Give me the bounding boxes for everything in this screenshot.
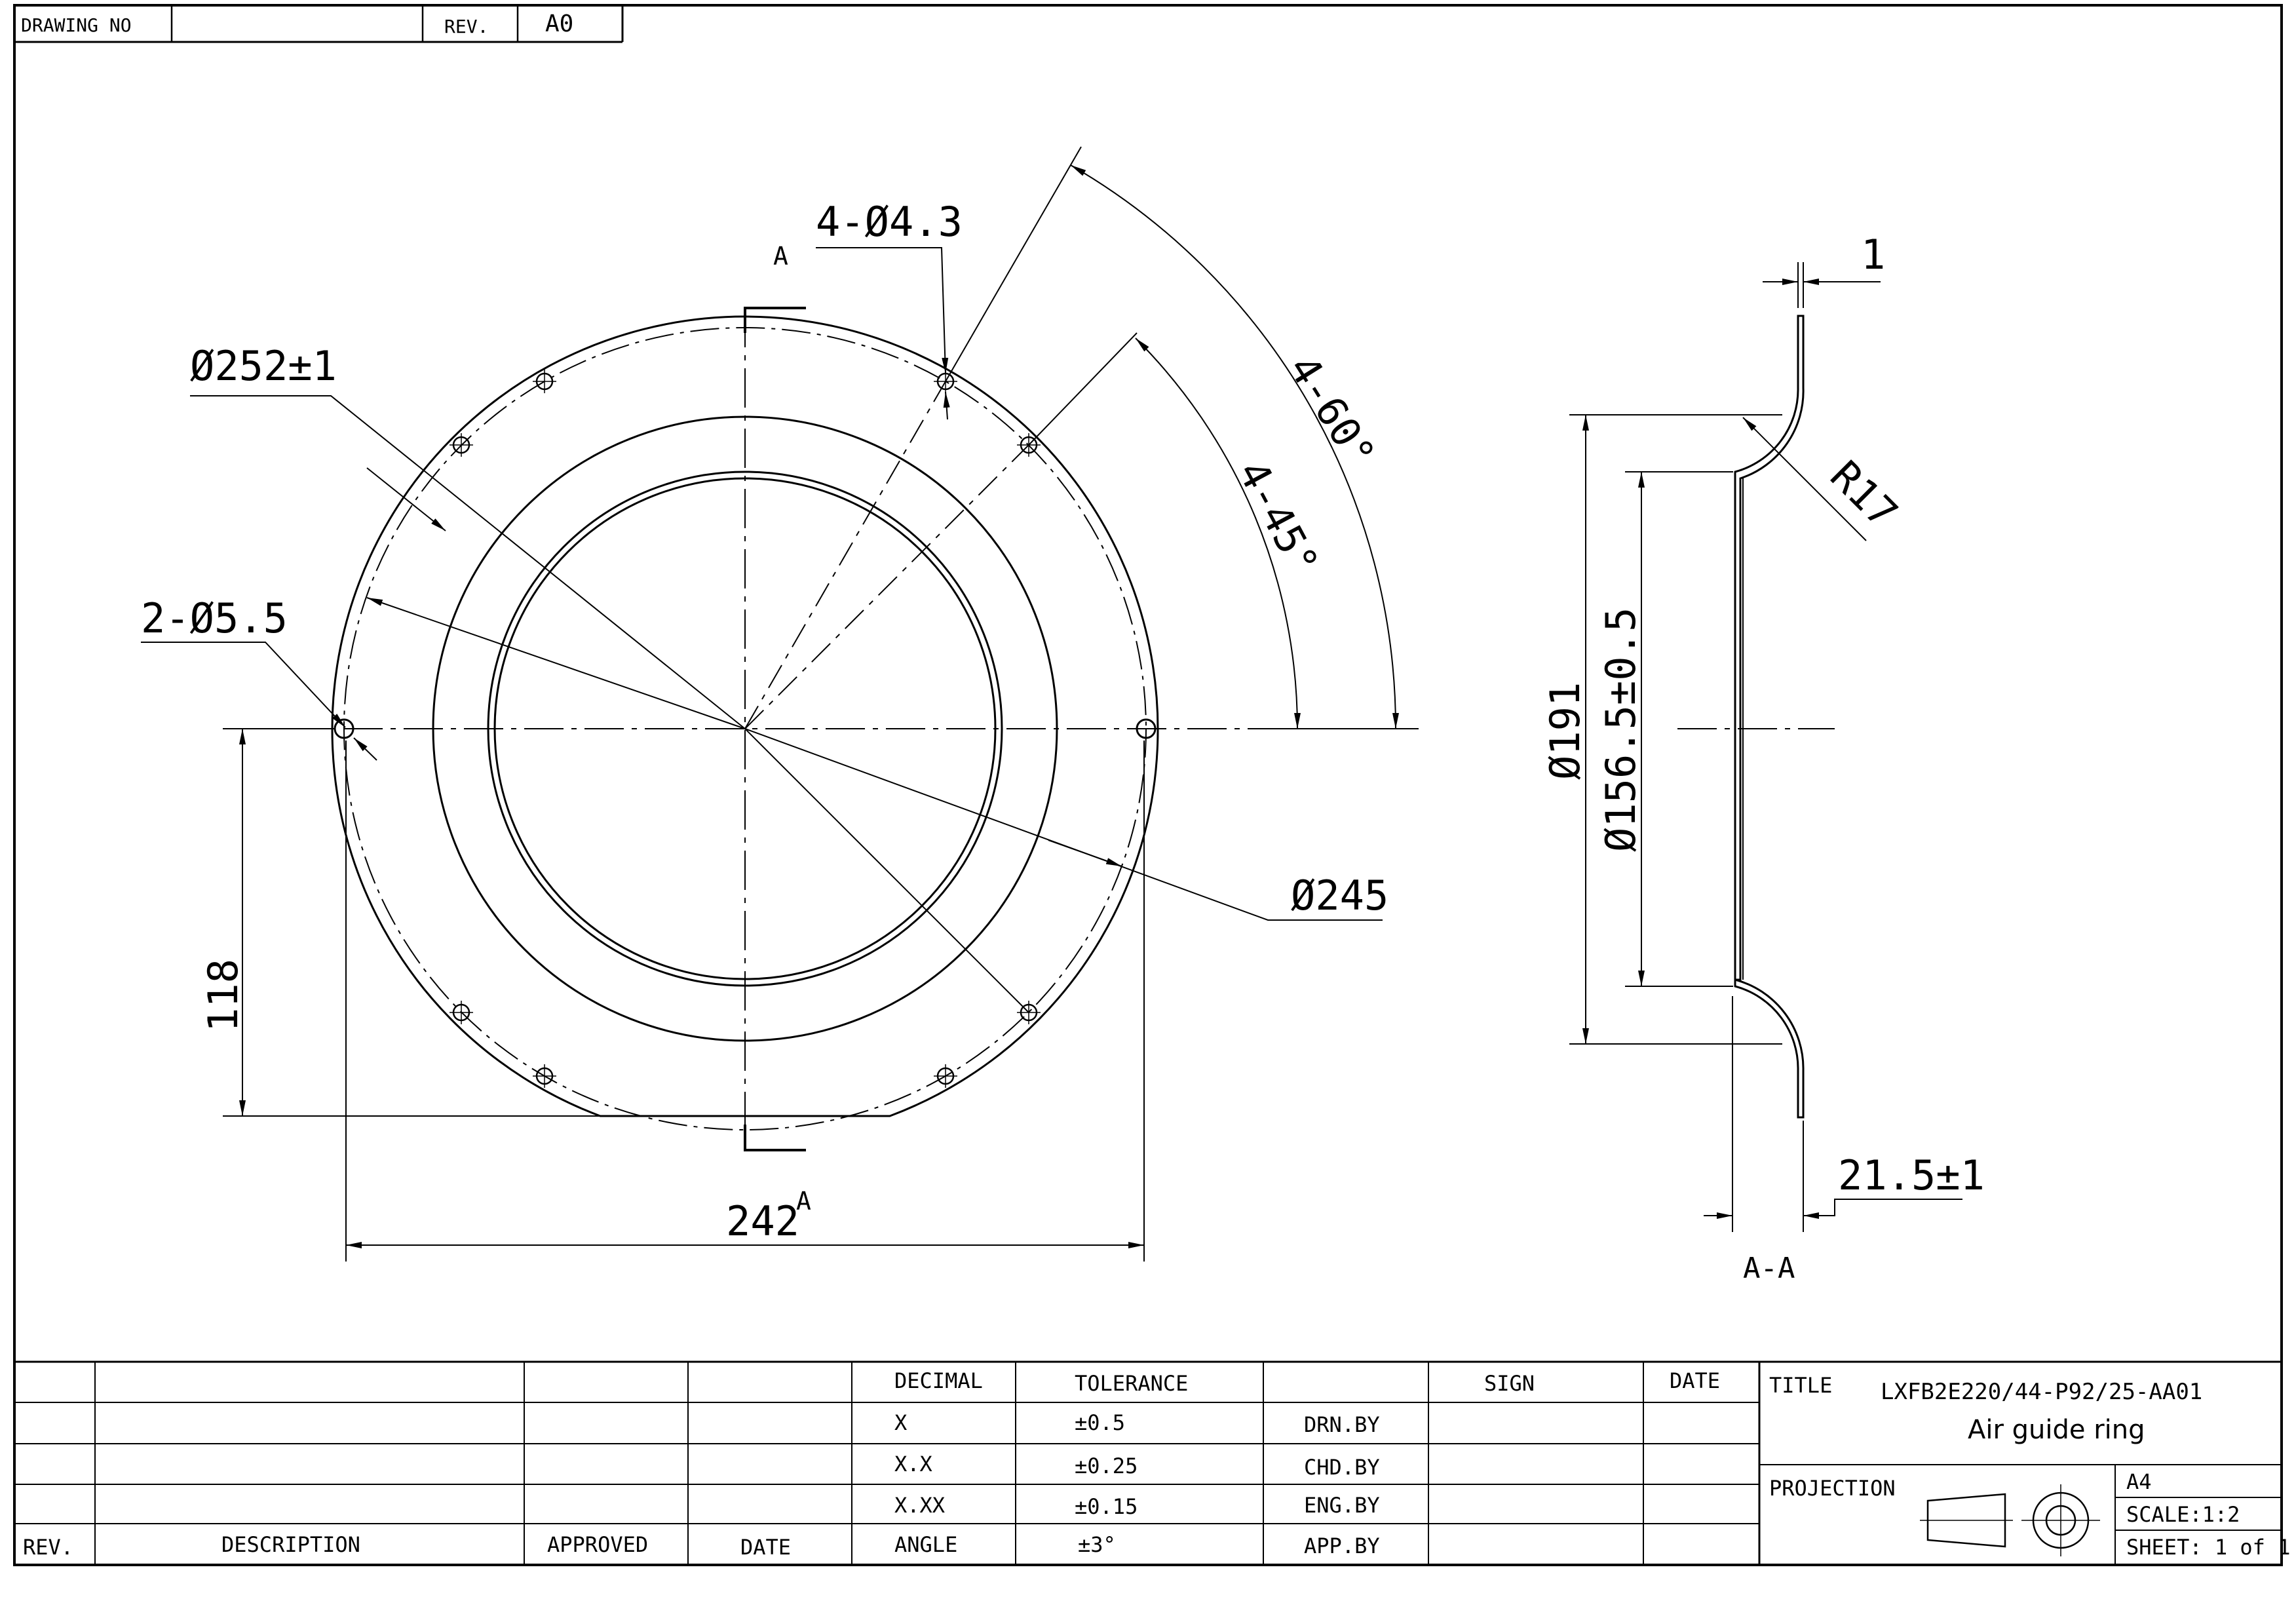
tb-role: CHD.BY xyxy=(1304,1455,1380,1480)
section-marker-top: A xyxy=(773,242,788,271)
section-cut-top xyxy=(744,307,806,333)
tb-decimal-header: DECIMAL xyxy=(894,1368,983,1393)
tb-tol: ±0.25 xyxy=(1075,1454,1138,1478)
dim-height-118: 118 xyxy=(199,959,247,1032)
ray-45 xyxy=(744,444,1029,729)
tb-role: APP.BY xyxy=(1304,1533,1380,1558)
front-view: A A xyxy=(141,146,1419,1262)
tb-title-label: TITLE xyxy=(1769,1373,1832,1398)
tb-decimal: ANGLE xyxy=(894,1532,957,1557)
rev-value: A0 xyxy=(545,10,573,37)
tb-scale: SCALE:1:2 xyxy=(2126,1502,2240,1527)
dim-depth: 21.5±1 xyxy=(1838,1151,1985,1199)
dim-outer-diameter: Ø252±1 xyxy=(190,342,337,390)
section-cut-bottom xyxy=(744,1125,806,1151)
ray-60 xyxy=(744,381,946,729)
tb-decimal: X xyxy=(894,1410,907,1435)
section-marker-bottom: A xyxy=(796,1187,811,1216)
title-block: REV. DESCRIPTION APPROVED DATE DECIMAL T… xyxy=(14,1360,2290,1565)
ray-to-bottom-hole xyxy=(744,728,1029,1013)
tb-sign-header: SIGN xyxy=(1484,1371,1535,1396)
dim-radius: R17 xyxy=(1821,452,1907,537)
projection-symbol-icon xyxy=(1920,1484,2100,1556)
dim-angle-60: 4-60° xyxy=(1279,347,1385,476)
tb-role: ENG.BY xyxy=(1304,1493,1380,1518)
dim-thickness: 1 xyxy=(1861,231,1885,279)
drawing-frame xyxy=(13,4,2283,1566)
tb-sheet-size: A4 xyxy=(2126,1469,2152,1494)
dim-angle-45: 4-45° xyxy=(1229,453,1328,583)
tb-rev-col: REV. xyxy=(23,1535,73,1560)
dim-width-242: 242 xyxy=(726,1197,799,1245)
tb-decimal: X.X xyxy=(894,1452,932,1476)
tb-tol: ±3° xyxy=(1078,1532,1116,1557)
tb-date-col: DATE xyxy=(740,1535,791,1560)
tb-approved-col: APPROVED xyxy=(547,1532,648,1557)
header-block: DRAWING NO REV. A0 xyxy=(21,10,573,37)
tb-tol: ±0.5 xyxy=(1075,1410,1125,1435)
tb-tolerance-header: TOLERANCE xyxy=(1075,1371,1188,1396)
tb-date-header: DATE xyxy=(1670,1368,1720,1393)
outer-profile xyxy=(331,315,1159,1117)
tb-description-col: DESCRIPTION xyxy=(221,1532,360,1557)
tb-decimal: X.XX xyxy=(894,1493,945,1518)
tb-projection-label: PROJECTION xyxy=(1769,1476,1896,1501)
dim-hole-pattern-small: 4-Ø4.3 xyxy=(816,198,963,246)
section-view: 1 R17 Ø191 Ø156.5±0.5 21.5±1 A-A xyxy=(1541,231,1985,1285)
section-title: A-A xyxy=(1743,1252,1795,1285)
tb-part-number: LXFB2E220/44-P92/25-AA01 xyxy=(1881,1379,2202,1405)
section-profile xyxy=(1734,315,1805,1119)
dim-inner-d: Ø156.5±0.5 xyxy=(1597,607,1645,852)
dim-mount-holes: 2-Ø5.5 xyxy=(141,594,288,642)
dim-outer-d: Ø191 xyxy=(1541,682,1589,780)
drawing-no-label: DRAWING NO xyxy=(21,14,132,36)
rev-label: REV. xyxy=(444,16,488,37)
dim-bolt-circle: Ø245 xyxy=(1291,872,1388,919)
tb-role: DRN.BY xyxy=(1304,1412,1380,1437)
tb-part-name: Air guide ring xyxy=(1968,1415,2145,1445)
tb-tol: ±0.15 xyxy=(1075,1494,1138,1519)
tb-sheet: SHEET: 1 of 1 xyxy=(2126,1535,2290,1560)
